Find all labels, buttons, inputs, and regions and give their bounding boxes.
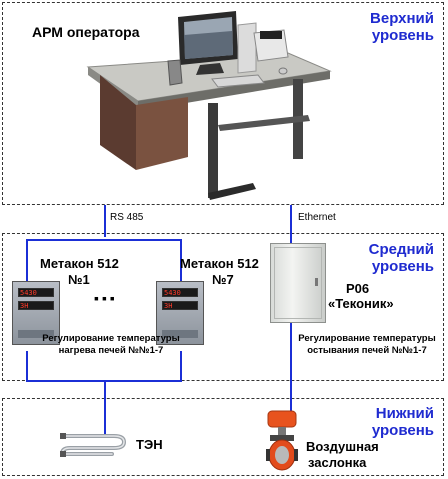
cabinet-name: «Теконик» xyxy=(328,296,394,311)
valve-label-line1: Воздушная xyxy=(306,439,379,454)
controller-1-number: №1 xyxy=(68,272,90,287)
middle-level-zone xyxy=(2,233,444,381)
heating-caption-line1: Регулирование температуры xyxy=(42,333,180,344)
air-damper-valve-icon xyxy=(266,410,298,471)
controllers-ellipsis: ▪▪▪ xyxy=(94,290,118,306)
ethernet-label: Ethernet xyxy=(296,212,338,223)
valve-label-line2: заслонка xyxy=(308,455,367,470)
heater-label: ТЭН xyxy=(136,437,163,452)
controller-7-title: Метакон 512 xyxy=(180,256,259,271)
cooling-caption-line2: остывания печей №№1-7 xyxy=(307,345,427,356)
arm-operator-label: АРМ оператора xyxy=(32,24,140,40)
cabinet-door-edge xyxy=(274,247,322,319)
controller-7-keypad xyxy=(162,330,198,338)
cooling-caption: Регулирование температуры остывания пече… xyxy=(286,333,448,357)
heating-caption: Регулирование температуры нагрева печей … xyxy=(22,333,200,357)
metakon-controller-1: 5430 3H xyxy=(12,281,60,345)
rs485-line xyxy=(104,205,106,237)
cabinet-lock-icon xyxy=(315,278,318,286)
lower-level-label: Нижний уровень xyxy=(371,405,434,439)
metakon-controller-7: 5430 3H xyxy=(156,281,204,345)
cooling-caption-line1: Регулирование температуры xyxy=(298,333,436,344)
middle-level-label: Средний уровень xyxy=(368,241,434,275)
heater-element-icon xyxy=(60,433,127,457)
lower-level-zone xyxy=(2,398,444,476)
bus-right-drop xyxy=(180,239,182,283)
controller-1-title: Метакон 512 xyxy=(40,256,119,271)
operator-workstation-illustration xyxy=(86,11,332,200)
valve-line xyxy=(290,320,292,412)
heater-bus-bottom-left xyxy=(26,351,28,382)
controller-7-display-top: 5430 xyxy=(162,288,198,297)
controller-1-keypad xyxy=(18,330,54,338)
controller-1-display-top: 5430 xyxy=(18,288,54,297)
ethernet-line xyxy=(290,205,292,245)
heating-caption-line2: нагрева печей №№1-7 xyxy=(58,345,164,356)
controller-7-number: №7 xyxy=(212,272,234,287)
bus-left-drop xyxy=(26,239,28,283)
rs485-label: RS 485 xyxy=(108,212,146,223)
upper-level-label: Верхний уровень xyxy=(370,10,434,44)
teconic-cabinet xyxy=(270,243,326,323)
cabinet-code: Р06 xyxy=(346,281,370,296)
heater-bus-bottom-right xyxy=(180,351,182,382)
upper-level-zone xyxy=(2,2,444,205)
controllers-bus-top xyxy=(26,239,182,241)
controller-7-display-bottom: 3H xyxy=(162,301,198,310)
heater-line xyxy=(104,380,106,438)
controller-1-display-bottom: 3H xyxy=(18,301,54,310)
